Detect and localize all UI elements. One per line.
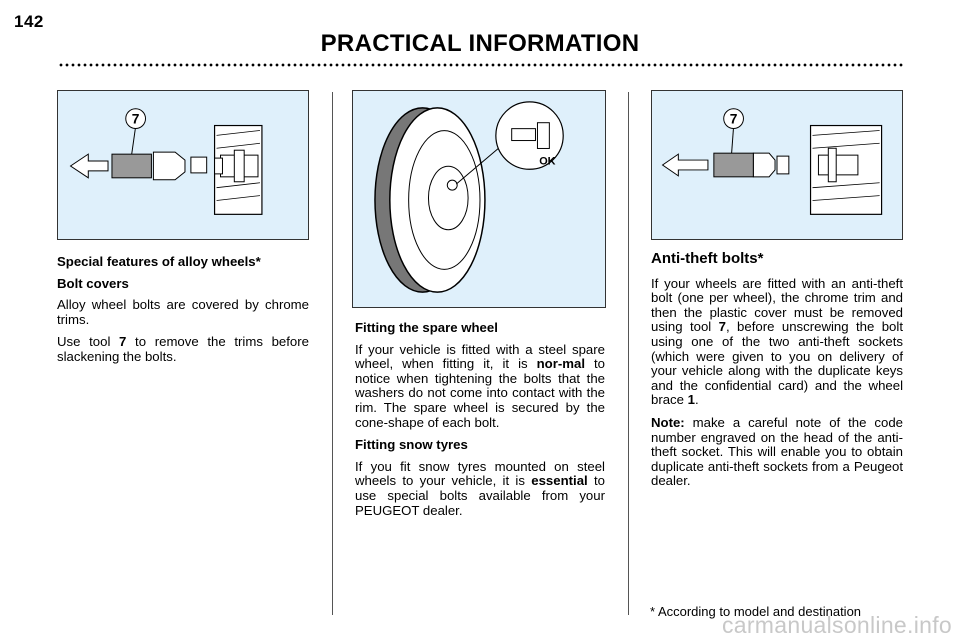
bolt-cover-illustration: 7 bbox=[69, 108, 263, 215]
figure-label-ok: OK bbox=[539, 155, 555, 167]
page-title: PRACTICAL INFORMATION bbox=[320, 30, 640, 57]
snow-tyres-para: If you fit snow tyres mounted on steel w… bbox=[355, 458, 605, 518]
use-tool-para: Use tool 7 to remove the trims before sl… bbox=[57, 334, 309, 364]
column-1-text: Special features of alloy wheels* Bolt c… bbox=[57, 254, 309, 373]
page-number: 142 bbox=[14, 12, 44, 31]
watermark: carmanualsonline.info bbox=[721, 612, 952, 638]
column-2-text: Fitting the spare wheel If your vehicle … bbox=[355, 320, 605, 526]
spare-wheel-illustration: OK bbox=[374, 101, 564, 293]
bolt-covers-para: Alloy wheel bolts are covered by chrome … bbox=[57, 297, 309, 327]
column-divider-2 bbox=[628, 92, 629, 615]
snow-tyres-heading: Fitting snow tyres bbox=[355, 437, 468, 453]
column-divider-1 bbox=[332, 92, 333, 615]
bolt-covers-subheading: Bolt covers bbox=[57, 275, 129, 291]
title-divider bbox=[58, 63, 903, 67]
figure-spare-wheel: OK bbox=[352, 90, 606, 308]
spare-wheel-para: If your vehicle is fitted with a steel s… bbox=[355, 341, 605, 430]
figure-bolt-cover-removal: 7 bbox=[57, 90, 309, 240]
anti-theft-para: If your wheels are fitted with an anti-t… bbox=[651, 275, 903, 408]
anti-theft-heading: Anti-theft bolts* bbox=[651, 250, 764, 267]
anti-theft-illustration: 7 bbox=[661, 108, 883, 215]
spare-wheel-heading: Fitting the spare wheel bbox=[355, 320, 498, 335]
figure-label-7: 7 bbox=[730, 111, 738, 127]
note-para: Note: make a careful note of the code nu… bbox=[651, 414, 903, 489]
figure-label-7: 7 bbox=[132, 111, 140, 127]
alloy-wheels-heading: Special features of alloy wheels* bbox=[57, 254, 261, 269]
footnote: * According to model and destination bbox=[650, 604, 862, 619]
column-3-text: Anti-theft bolts* If your wheels are fit… bbox=[651, 250, 903, 497]
figure-anti-theft-bolt: 7 bbox=[651, 90, 903, 240]
